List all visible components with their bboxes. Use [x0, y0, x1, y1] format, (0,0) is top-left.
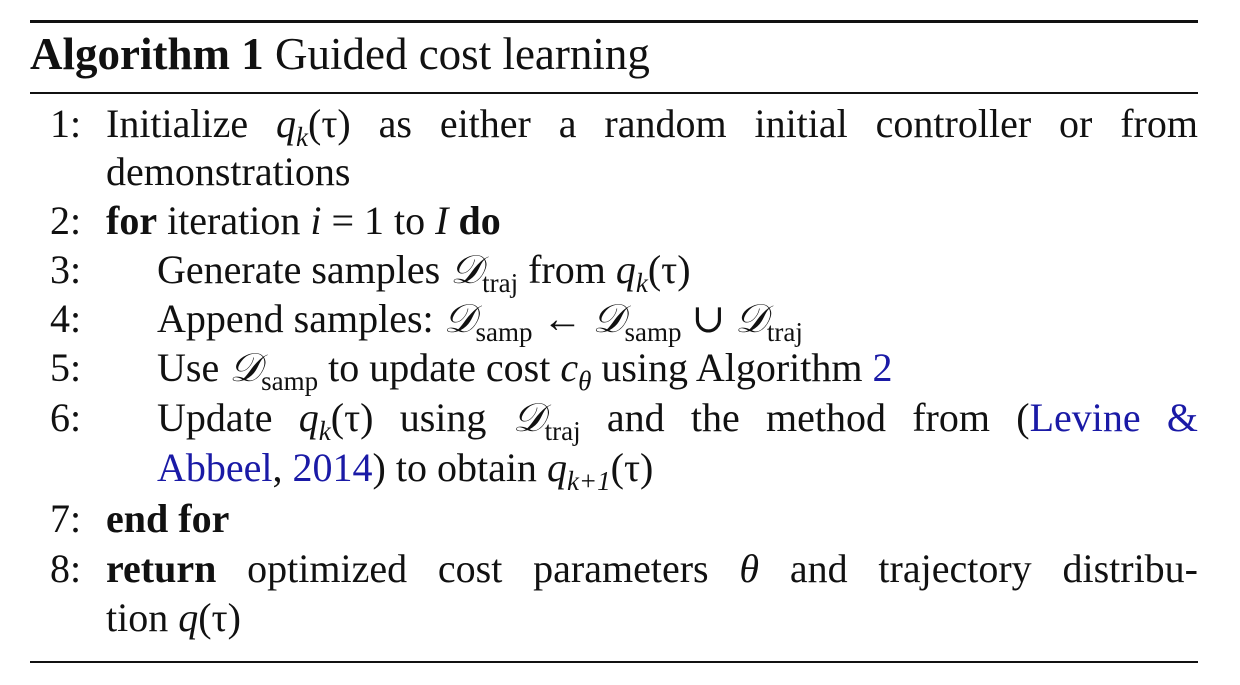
line-number: 1: [50, 101, 82, 146]
line-number: 7: [50, 496, 82, 541]
algorithm-line-6-continued: Abbeel, 2014) to obtain qk+1(τ) [30, 443, 1198, 496]
line-text: end for [106, 496, 230, 541]
line-text: return optimized cost parameters θ and t… [106, 546, 1199, 591]
line-number: 6: [50, 395, 82, 440]
line-number: 5: [50, 345, 82, 390]
line-number: 2: [50, 198, 82, 243]
line-text: tion q(τ) [106, 595, 241, 640]
algorithm-line-8-continued: tion q(τ) [30, 593, 1198, 643]
line-text: Update qk(τ) using 𝒟traj and the method … [157, 395, 1199, 446]
line-text: for iteration i = 1 to I do [106, 198, 501, 243]
citation-link[interactable]: Abbeel [157, 445, 273, 490]
algorithm-line-6: 6: Update qk(τ) using 𝒟traj and the meth… [30, 393, 1199, 446]
algorithm-2-link[interactable]: 2 [872, 345, 893, 390]
citation-link[interactable]: Levine & [1029, 395, 1199, 440]
algorithm-line-7: 7: end for [30, 494, 1198, 544]
algorithm-name: Guided cost learning [274, 29, 650, 79]
top-rule [30, 20, 1198, 23]
algorithm-line-8: 8: return optimized cost parameters θ an… [30, 544, 1198, 594]
algorithm-title: Algorithm 1 Guided cost learning [30, 26, 650, 82]
line-text: Append samples: 𝒟samp ← 𝒟samp ∪ 𝒟traj [157, 296, 803, 347]
line-number: 3: [50, 247, 82, 292]
algorithm-label: Algorithm 1 [30, 29, 264, 79]
algorithm-line-1: 1: Initialize qk(τ) as either a random i… [30, 99, 1198, 152]
line-number: 8: [50, 546, 82, 591]
line-text: Use 𝒟samp to update cost cθ using Algori… [157, 345, 893, 396]
title-rule [30, 92, 1198, 94]
algorithm-line-4: 4: Append samples: 𝒟samp ← 𝒟samp ∪ 𝒟traj [30, 294, 1198, 347]
line-text: Generate samples 𝒟traj from qk(τ) [157, 247, 691, 298]
citation-year-link[interactable]: 2014 [292, 445, 373, 490]
line-number: 4: [50, 296, 82, 341]
algorithm-line-1-continued: demonstrations [30, 147, 1198, 197]
line-text: demonstrations [106, 149, 351, 194]
bottom-rule [30, 661, 1198, 663]
line-text: Abbeel, 2014) to obtain qk+1(τ) [157, 445, 654, 496]
algorithm-line-2: 2: for iteration i = 1 to I do [30, 196, 1198, 246]
line-text: Initialize qk(τ) as either a random init… [106, 101, 1198, 152]
algorithm-line-3: 3: Generate samples 𝒟traj from qk(τ) [30, 245, 1198, 298]
algorithm-line-5: 5: Use 𝒟samp to update cost cθ using Alg… [30, 343, 1198, 396]
